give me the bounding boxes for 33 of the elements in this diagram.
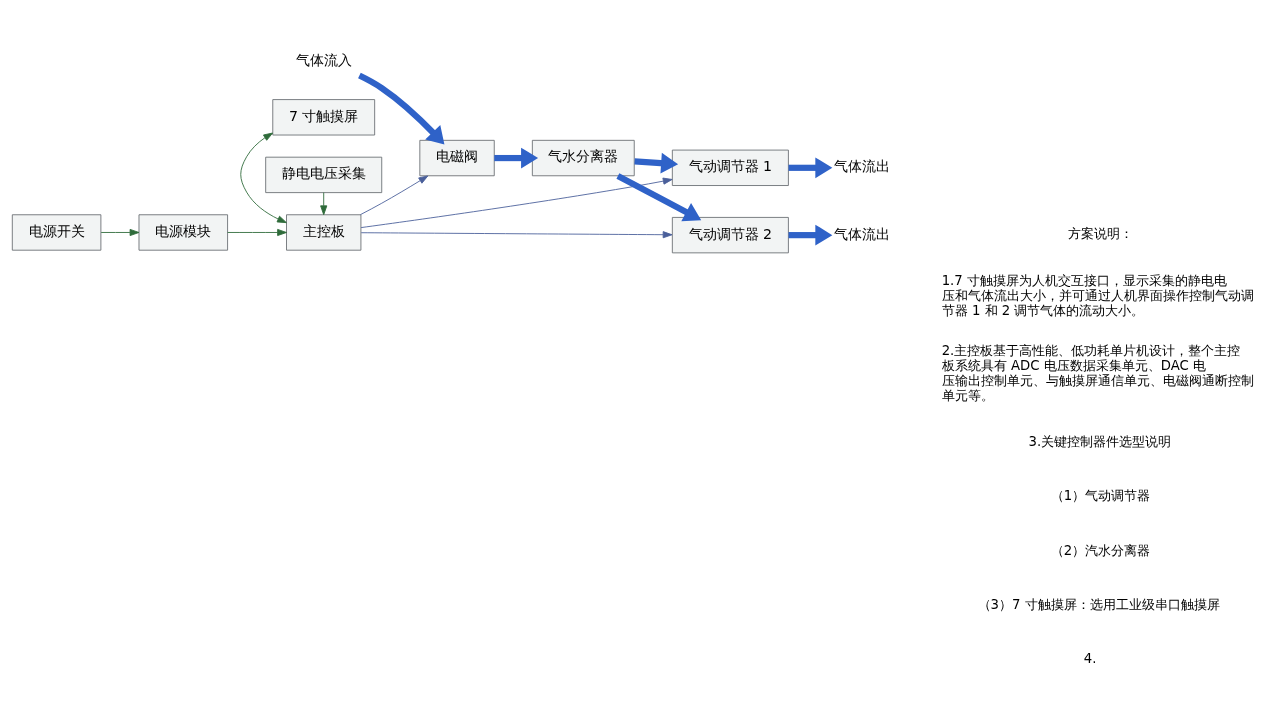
node-box: 气水分离器	[531, 139, 635, 176]
label: 2.主控板基于高性能、低功耗单片机设计，整个主控板系统具有 ADC 电压数据采集单元、DAC 电压输出控制单元、与触摸屏通信单元、电磁阀通断控制单元等。	[941, 342, 1254, 403]
node-box: 7 寸触摸屏	[272, 98, 376, 135]
arrow	[227, 228, 287, 236]
arrow	[634, 152, 679, 174]
node-box: 电源模块	[138, 213, 229, 251]
node-box: 电源开关	[11, 213, 102, 251]
node-box: 电磁阀	[419, 139, 495, 176]
node-text: 气体流出	[833, 157, 890, 174]
arrow	[788, 156, 833, 178]
arrow	[240, 132, 287, 223]
label: （1）气动调节器	[1050, 487, 1151, 503]
arrow	[360, 177, 673, 228]
label: 1.7 寸触摸屏为人机交互接口，显示采集的静电电压和气体流出大小，并可通过人机界面操作控制气动调节器 1 和 2 调节气体的流动大小。	[941, 272, 1254, 318]
arrow	[616, 172, 702, 221]
node-box: 静电电压采集	[265, 156, 383, 193]
arrow	[788, 224, 833, 246]
arrow	[360, 230, 673, 238]
label: 方案说明：	[1067, 225, 1133, 241]
arrow	[494, 147, 539, 168]
arrow	[360, 175, 429, 215]
arrow	[320, 191, 328, 215]
arrow	[358, 72, 445, 145]
arrow	[100, 228, 140, 236]
label: （3）7 寸触摸屏：选用工业级串口触摸屏	[977, 596, 1220, 612]
node-text: 气体流出	[833, 225, 890, 241]
node-box: 气动调节器 1	[671, 149, 789, 186]
node-box: 主控板	[286, 213, 362, 251]
label: （2）汽水分离器	[1050, 542, 1151, 558]
node-text: 气体流入	[295, 51, 352, 68]
node-box: 气动调节器 2	[671, 216, 789, 253]
label: 3.关键控制器件选型说明	[1028, 433, 1172, 449]
label: 4.	[1083, 650, 1097, 666]
